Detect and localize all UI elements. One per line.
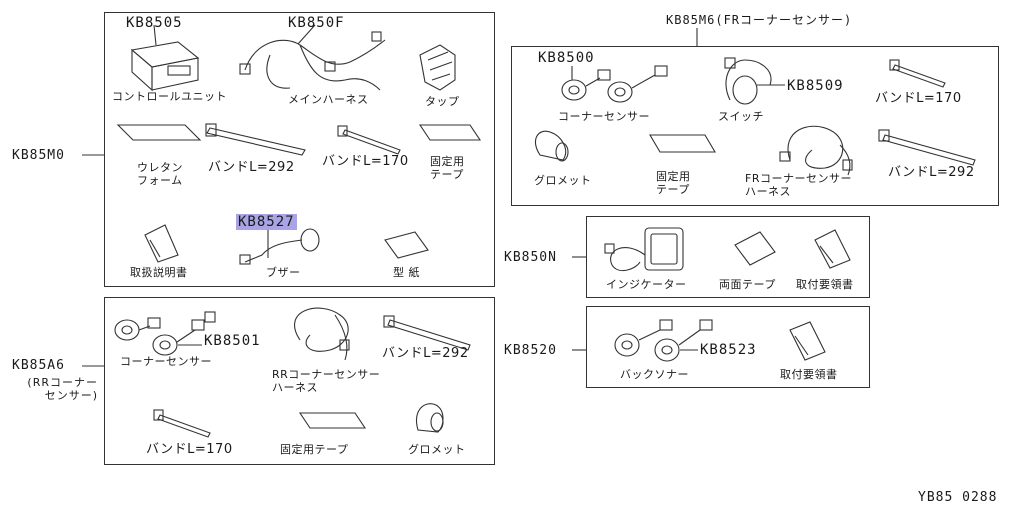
- group-box-rr-corner: [104, 297, 495, 465]
- rr-corner-sensor-drawing: [114, 311, 216, 356]
- group-box-fr-corner: [511, 46, 999, 206]
- part-label-main-harness: メインハーネス: [288, 93, 369, 106]
- template-drawing: [384, 231, 429, 259]
- part-code-back-sonar[interactable]: KB8523: [700, 342, 757, 358]
- fr-harness-drawing: [779, 125, 853, 176]
- part-label-manual: 取扱説明書: [130, 266, 188, 279]
- part-label-band-292-rr: バンドL=292: [382, 346, 469, 361]
- part-label-buzzer: ブザー: [266, 266, 301, 279]
- band-292-rr-drawing: [383, 315, 471, 351]
- band-170-main-drawing: [337, 125, 401, 155]
- part-label-double-tape: 両面テープ: [719, 278, 776, 291]
- part-label-template: 型 紙: [393, 266, 420, 279]
- part-label-fixing-tape-fr: 固定用 テープ: [656, 170, 691, 196]
- part-label-grommet-rr: グロメット: [408, 443, 466, 456]
- control-unit-drawing: [130, 24, 200, 92]
- buzzer-drawing: [239, 228, 320, 265]
- band-170-rr-drawing: [153, 409, 211, 438]
- fixing-tape-rr-drawing: [298, 412, 367, 429]
- part-label-fr-corner-sensor: コーナーセンサー: [558, 110, 650, 123]
- part-code-fr-corner-sensor[interactable]: KB8500: [538, 50, 595, 66]
- group-code-rr-corner[interactable]: KB85A6: [12, 358, 65, 373]
- part-label-switch: スイッチ: [718, 110, 764, 123]
- double-tape-drawing: [734, 231, 776, 266]
- urethane-foam-drawing: [116, 124, 202, 141]
- back-sonar-guide-drawing: [789, 321, 826, 361]
- part-label-rr-corner-sensor: コーナーセンサー: [120, 355, 212, 368]
- indicator-guide-drawing: [814, 229, 851, 269]
- part-label-band-170-fr: バンドL=170: [875, 91, 962, 106]
- part-label-band-170-main: バンドL=170: [322, 154, 409, 169]
- group-title-fr-corner[interactable]: KB85M6(FRコーナーセンサー): [666, 13, 853, 27]
- part-code-main-harness[interactable]: KB850F: [288, 15, 345, 31]
- fixing-tape-main-drawing: [418, 124, 482, 141]
- group-box-main: [104, 12, 495, 287]
- part-label-band-170-rr: バンドL=170: [146, 442, 233, 457]
- back-sonar-drawing: [614, 319, 713, 362]
- group-code-main[interactable]: KB85M0: [12, 148, 65, 163]
- group-subtitle-rr-corner: (RRコーナー センサー): [27, 376, 98, 402]
- grommet-fr-drawing: [535, 130, 569, 162]
- part-label-indicator-guide: 取付要領書: [796, 278, 854, 291]
- group-code-indicator[interactable]: KB850N: [504, 250, 557, 265]
- part-code-switch[interactable]: KB8509: [787, 78, 844, 94]
- group-code-back-sonar[interactable]: KB8520: [504, 343, 557, 358]
- group-box-indicator: [586, 216, 870, 298]
- part-label-back-sonar: バックソナー: [620, 368, 689, 381]
- part-label-band-292-fr: バンドL=292: [888, 165, 975, 180]
- part-label-grommet-fr: グロメット: [534, 174, 592, 187]
- part-code-buzzer[interactable]: KB8527: [236, 214, 297, 230]
- fixing-tape-fr-drawing: [649, 134, 716, 153]
- part-label-fr-harness: FRコーナーセンサー ハーネス: [745, 172, 852, 198]
- rr-harness-drawing: [294, 307, 350, 361]
- part-label-band-292-main: バンドL=292: [208, 160, 295, 175]
- tap-drawing: [419, 44, 456, 91]
- switch-drawing: [724, 57, 785, 105]
- band-292-main-drawing: [205, 123, 306, 156]
- part-label-urethane-foam: ウレタン フォーム: [137, 161, 183, 187]
- part-label-back-sonar-guide: 取付要領書: [780, 368, 838, 381]
- diagram-id: YB85 0288: [918, 490, 998, 505]
- indicator-drawing: [604, 227, 684, 272]
- part-label-rr-harness: RRコーナーセンサー ハーネス: [272, 368, 381, 394]
- part-code-control-unit[interactable]: KB8505: [126, 15, 183, 31]
- part-label-fixing-tape-rr: 固定用テープ: [280, 443, 349, 456]
- part-code-rr-corner-sensor[interactable]: KB8501: [204, 333, 261, 349]
- part-label-indicator: インジケーター: [606, 278, 687, 291]
- part-label-control-unit: コントロールユニット: [112, 90, 227, 103]
- part-label-fixing-tape-main: 固定用 テープ: [430, 155, 465, 181]
- fr-corner-sensor-drawing: [561, 65, 668, 103]
- band-170-fr-drawing: [889, 59, 946, 88]
- part-label-tap: タップ: [425, 95, 460, 108]
- main-harness-drawing: [239, 24, 386, 91]
- manual-drawing: [144, 224, 179, 263]
- grommet-rr-drawing: [416, 403, 444, 433]
- group-box-back-sonar: [586, 306, 870, 388]
- band-292-fr-drawing: [878, 129, 976, 166]
